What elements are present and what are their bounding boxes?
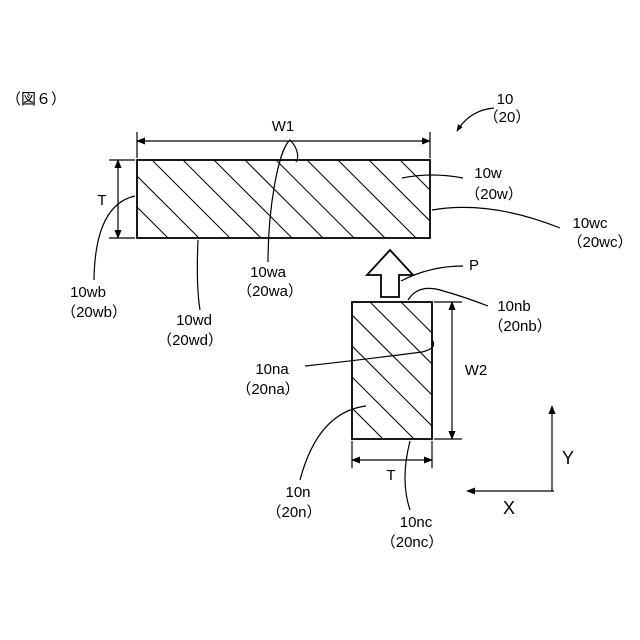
leader-10w [402,175,463,178]
leader-p [401,266,463,281]
label-10w: 10w [474,165,502,182]
label-10wd: 10wd [176,312,212,329]
hatch-line [214,160,292,238]
hatch-line [245,160,323,238]
hatch-line [308,302,445,439]
hatch-line [556,302,640,439]
label-10wb: 10wb [70,284,106,301]
label-20n: （20n） [266,504,321,521]
hatch-line [277,302,414,439]
hatch-line [121,160,199,238]
t-top-label: T [97,192,106,209]
leader-10nb [408,288,488,306]
label-10na: 10na [255,361,289,378]
x-axis-label: X [503,498,515,518]
w2-label: W2 [465,362,488,379]
leader-10n [300,406,366,480]
label-10nc: 10nc [400,514,433,531]
label-10wc: 10wc [572,215,608,232]
leader-10na [305,340,434,366]
hatch-line [276,160,354,238]
leader-10nc [405,441,410,510]
label-20wc: （20wc） [567,234,632,251]
y-axis-label: Y [562,448,574,468]
figure-label: （図６） [6,91,66,108]
assembly-label: 10 [497,91,514,108]
label-20wd: （20wd） [157,332,223,349]
hollow-up-arrow [367,250,413,297]
hatch-line [307,160,385,238]
leader-10wa [268,140,298,262]
assembly-alt-label: （20） [484,109,531,126]
hatch-line [369,160,447,238]
label-p: P [469,257,479,274]
label-10n: 10n [285,484,310,501]
label-20wa: （20wa） [237,283,303,300]
label-20w: （20w） [465,186,523,203]
hatch-line [338,160,416,238]
label-20nb: （20nb） [488,318,551,335]
hatch-line [339,302,476,439]
label-20na: （20na） [236,381,299,398]
leader-10wc [432,207,560,228]
label-20wb: （20wb） [61,304,127,321]
hatch-line [183,160,261,238]
w1-label: W1 [272,118,295,135]
label-10nb: 10nb [497,298,530,315]
label-20nc: （20nc） [381,534,444,551]
t-bottom-label: T [386,467,395,484]
hatch-line [152,160,230,238]
leader-10wd [197,240,200,310]
label-10wa: 10wa [250,264,287,281]
